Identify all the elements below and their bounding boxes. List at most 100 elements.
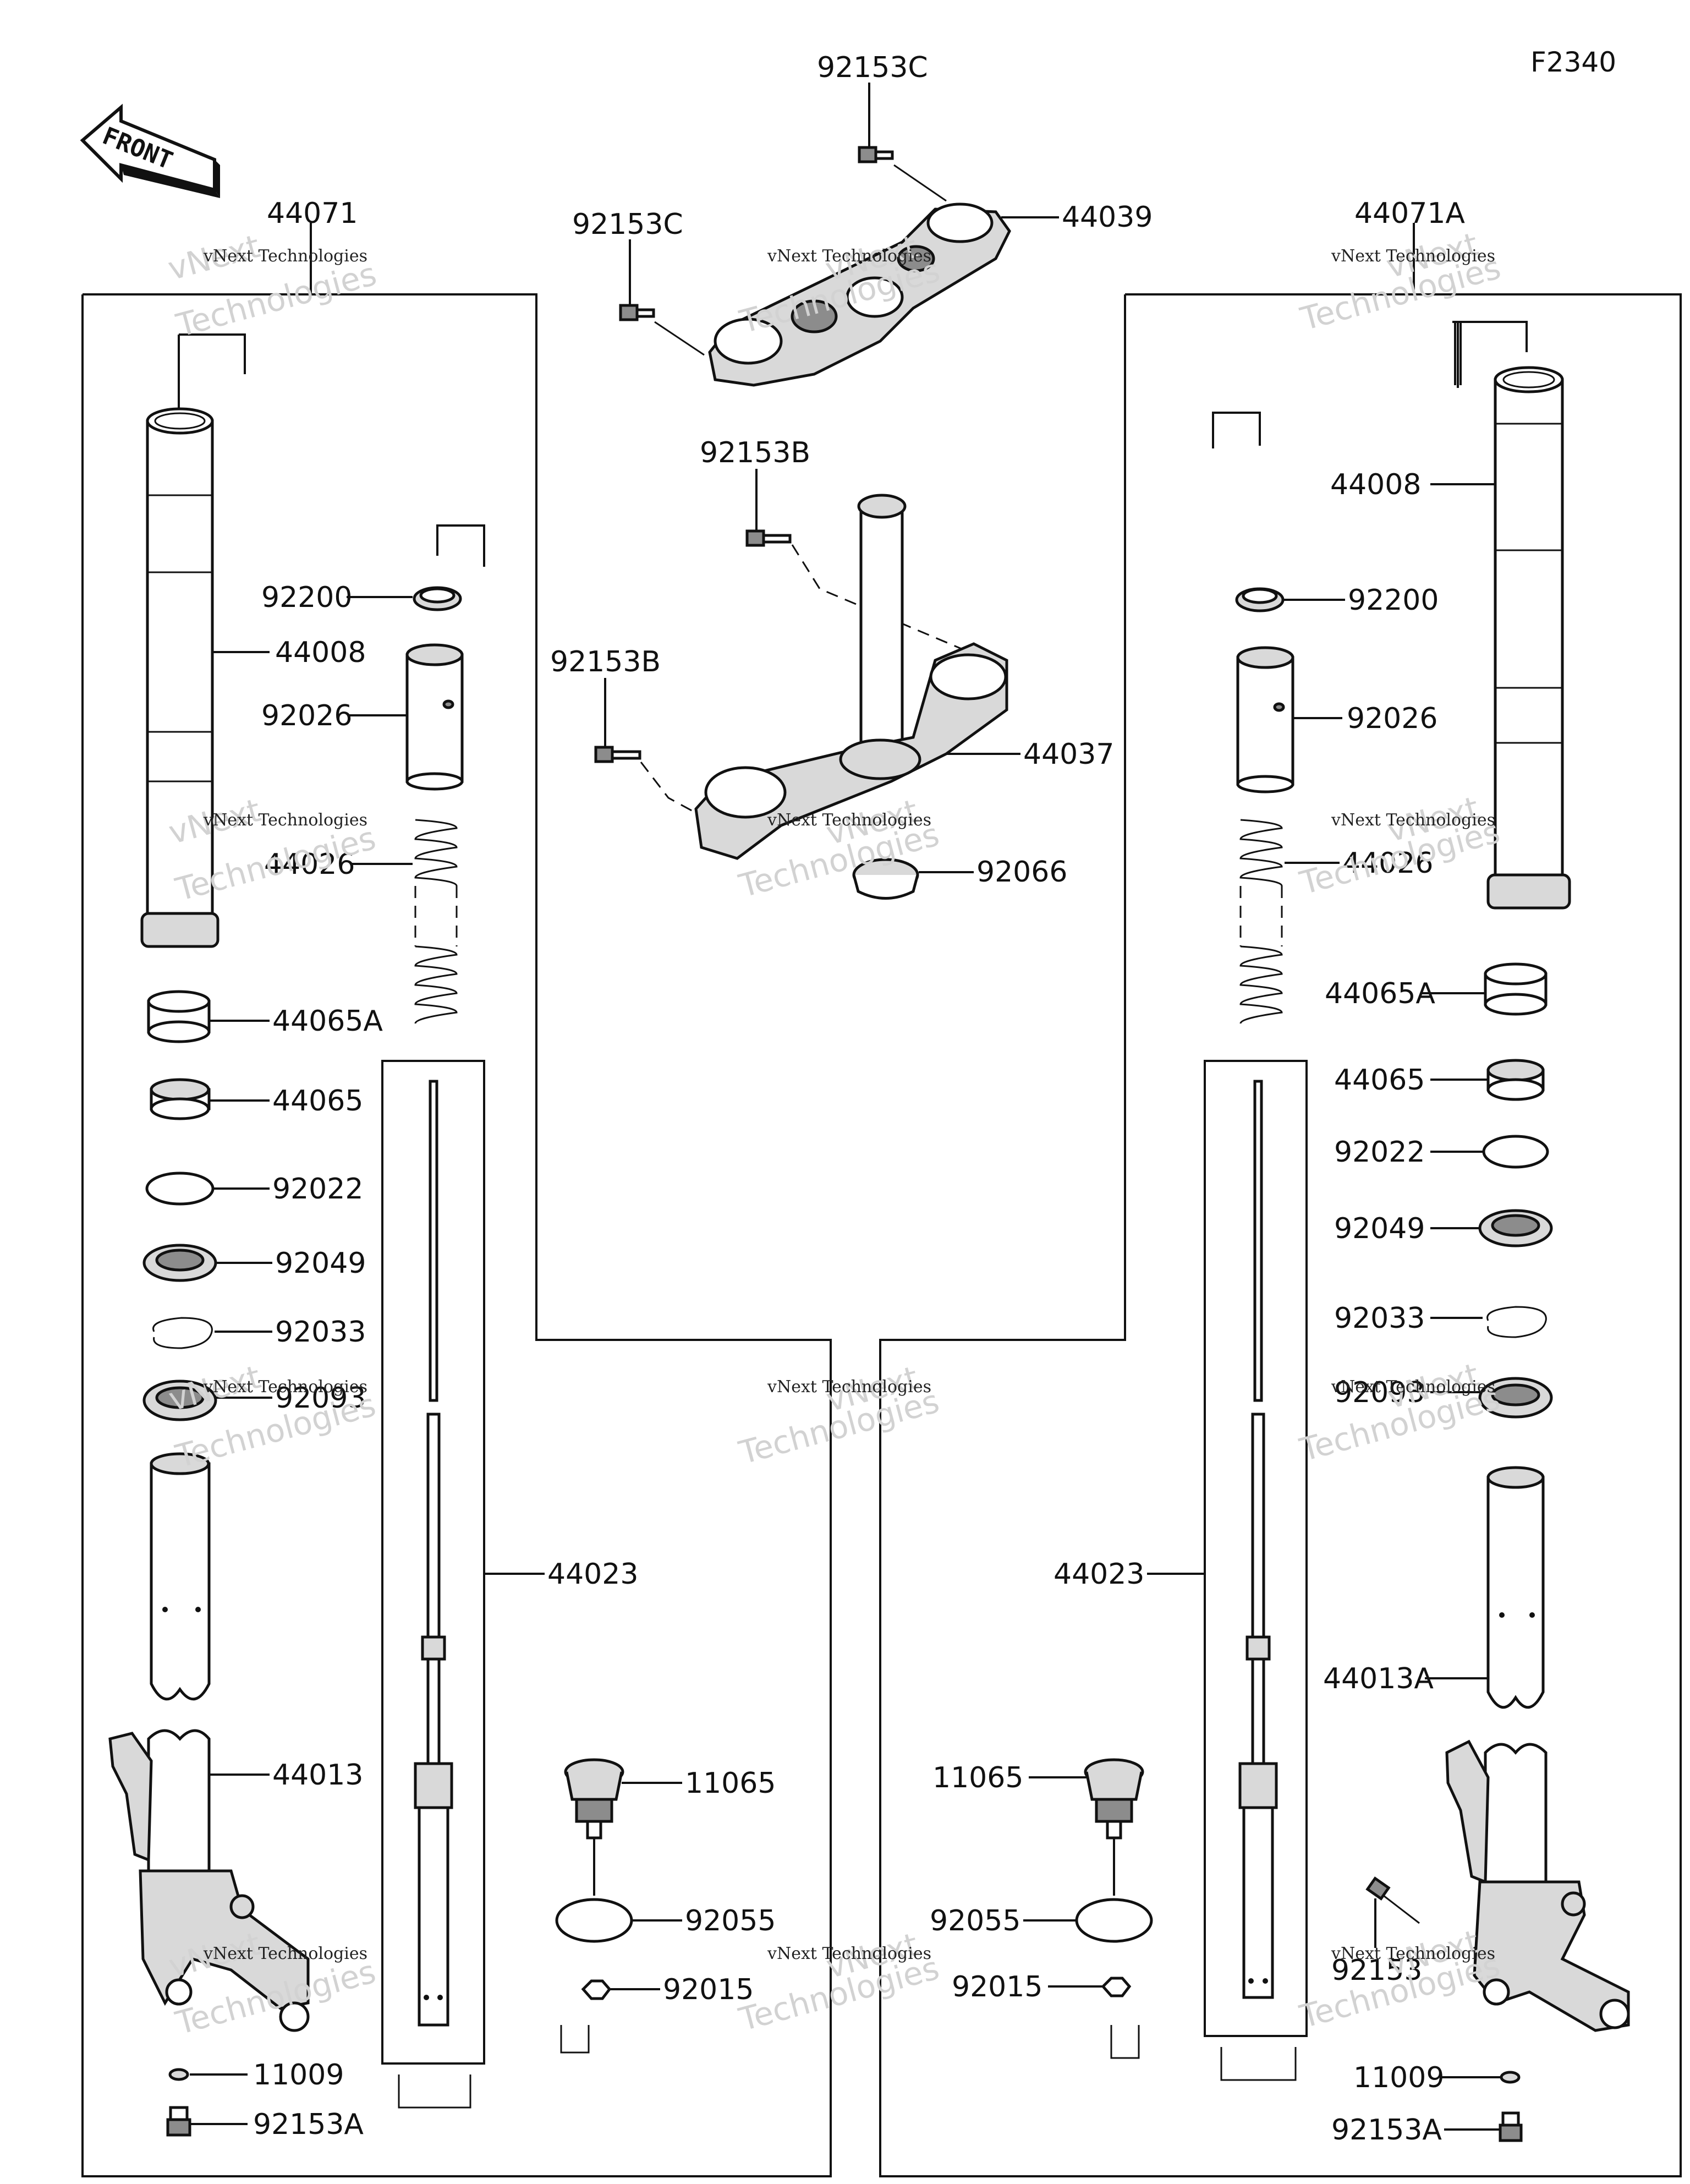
right-bushing-a-label: 44065A <box>1325 977 1435 1010</box>
right-stop-ring-label: 92033 <box>1334 1302 1425 1335</box>
left-bolt-label: 92153A <box>253 2108 364 2141</box>
left-dust-seal <box>142 1380 217 1421</box>
right-fork-leg <box>1445 1739 1630 2032</box>
center-right-cap-label: 11065 <box>932 1761 1023 1794</box>
left-assembly-outline <box>81 293 832 2177</box>
right-oil-seal <box>1478 1209 1553 1247</box>
steering-stem-label: 44037 <box>1023 738 1114 771</box>
left-washer <box>145 1172 215 1206</box>
right-side-bolt <box>1365 1876 1420 1924</box>
svg-text:vNext Technologies: vNext Technologies <box>203 247 367 266</box>
watermark: vNext Technologies vNext Technologies vN… <box>164 225 1505 2042</box>
right-bolt <box>1499 2111 1523 2142</box>
upper-bracket-label: 44039 <box>1062 201 1153 234</box>
left-inner-tube-label: 44013 <box>272 1759 363 1792</box>
left-cylinder-unit <box>398 1080 471 2109</box>
left-gasket <box>168 2068 189 2081</box>
center-right-o-ring-label: 92055 <box>930 1904 1020 1937</box>
svg-text:vNext Technologies: vNext Technologies <box>767 247 931 266</box>
svg-text:vNext Technologies: vNext Technologies <box>767 1944 931 1963</box>
stem-bolt-top-label: 92153B <box>700 436 810 469</box>
center-right-nut <box>1101 1977 1132 1997</box>
center-left-cap-label: 11065 <box>685 1767 776 1800</box>
left-spring <box>414 819 458 1024</box>
steering-stem <box>694 494 1008 860</box>
left-bushing-a <box>147 990 211 1043</box>
left-bolt <box>166 2106 191 2137</box>
left-spacer-label: 92026 <box>261 699 352 732</box>
stem-cap <box>852 858 919 900</box>
left-cylinder-box <box>381 1060 485 2065</box>
right-outer-tube-label: 44008 <box>1330 468 1421 501</box>
right-cylinder-unit <box>1220 1080 1297 2081</box>
right-oil-seal-label: 92049 <box>1334 1212 1425 1245</box>
svg-text:vNext Technologies: vNext Technologies <box>1331 1944 1495 1963</box>
center-right-o-ring <box>1075 1898 1153 1943</box>
left-oil-seal <box>142 1244 217 1282</box>
left-bushing <box>150 1078 211 1120</box>
right-spacer <box>1236 646 1294 793</box>
right-washer <box>1482 1135 1549 1169</box>
left-bushing-a-label: 44065A <box>272 1005 383 1038</box>
right-dust-seal-label: 92093 <box>1334 1376 1425 1409</box>
right-bushing-label: 44065 <box>1334 1064 1425 1097</box>
right-spring-label: 44026 <box>1342 847 1433 880</box>
svg-text:vNext Technologies: vNext Technologies <box>767 811 931 830</box>
svg-text:vNext Technologies: vNext Technologies <box>203 811 367 830</box>
stem-bolt-left-label: 92153B <box>550 645 661 678</box>
left-spacer <box>405 643 464 791</box>
front-arrow-icon: FRONT <box>80 103 220 198</box>
right-side-bolt-label: 92153 <box>1331 1954 1422 1987</box>
stem-cap-label: 92066 <box>976 856 1067 889</box>
right-gasket-label: 11009 <box>1353 2061 1444 2094</box>
left-oil-seal-label: 92049 <box>275 1247 366 1280</box>
right-bushing <box>1486 1059 1545 1101</box>
svg-text:vNext Technologies: vNext Technologies <box>767 1377 931 1397</box>
right-cylinder-box <box>1204 1060 1308 2037</box>
right-bushing-a <box>1484 962 1548 1016</box>
right-stop-ring <box>1486 1306 1547 1338</box>
right-outer-tube-marker <box>1457 321 1528 385</box>
center-left-nut-label: 92015 <box>663 1973 754 2006</box>
left-cylinder-label: 44023 <box>547 1558 638 1591</box>
left-gasket-label: 11009 <box>253 2059 344 2092</box>
center-right-cap <box>1084 1758 1144 1840</box>
left-spring-label: 44026 <box>264 848 355 881</box>
right-spring <box>1239 819 1283 1024</box>
center-left-o-ring <box>555 1898 633 1943</box>
left-outer-tube-label: 44008 <box>275 636 366 669</box>
left-inner-tube <box>150 1452 211 1701</box>
right-assembly-outline <box>879 293 1682 2177</box>
svg-text:vNext Technologies: vNext Technologies <box>203 1944 367 1963</box>
right-outer-tube <box>1486 366 1571 910</box>
right-washer-label: 92022 <box>1334 1136 1425 1169</box>
center-right-nut-label: 92015 <box>952 1970 1042 2004</box>
center-left-cap <box>564 1758 624 1840</box>
right-inner-tube-label: 44013A <box>1323 1662 1434 1695</box>
right-spacer-label: 92026 <box>1347 702 1437 735</box>
right-dust-seal <box>1478 1377 1553 1419</box>
upper-bolt-left <box>619 304 655 321</box>
left-stop-ring-label: 92033 <box>275 1316 366 1349</box>
left-outer-tube <box>140 407 220 948</box>
right-cylinder-label: 44023 <box>1053 1558 1144 1591</box>
stem-bolt-top <box>745 529 792 547</box>
right-inner-tube <box>1486 1466 1545 1709</box>
left-bushing-label: 44065 <box>272 1085 363 1118</box>
left-fork-leg <box>108 1729 310 2032</box>
upper-bolt-top <box>858 146 894 163</box>
left-dust-seal-label: 92093 <box>275 1382 366 1415</box>
diagram-code: F2340 <box>1530 46 1616 78</box>
right-gasket <box>1500 2071 1521 2084</box>
upper-bolt-left-label: 92153C <box>572 208 683 241</box>
svg-text:vNext Technologies: vNext Technologies <box>1331 247 1495 266</box>
left-stop-ring <box>152 1317 213 1349</box>
right-assembly-label: 44071A <box>1354 197 1465 230</box>
left-assembly-label: 44071 <box>267 197 358 230</box>
stem-bolt-left <box>594 746 641 763</box>
left-seat-label: 92200 <box>261 581 352 614</box>
right-seat-label: 92200 <box>1348 584 1439 617</box>
upper-bracket <box>708 202 1011 387</box>
svg-text:vNext Technologies: vNext Technologies <box>1331 1377 1495 1397</box>
